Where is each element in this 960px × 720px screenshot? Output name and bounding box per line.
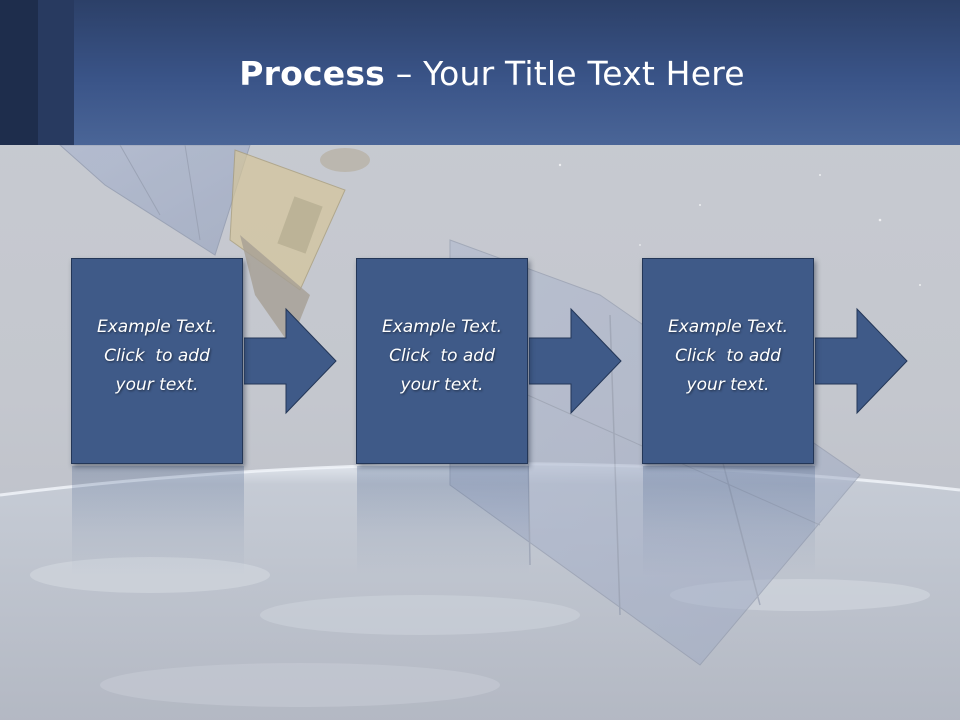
right-arrow-icon (244, 307, 338, 415)
title-rest-text: – Your Title Text Here (385, 54, 745, 93)
right-arrow-icon (529, 307, 623, 415)
process-step-2[interactable]: Example Text. Click to add your text. (356, 258, 528, 464)
process-step-1[interactable]: Example Text. Click to add your text. (71, 258, 243, 464)
step-2-reflection (357, 466, 529, 576)
title-bold-text: Process (239, 54, 386, 93)
step-1-reflection (72, 466, 244, 576)
right-arrow-icon (815, 307, 909, 415)
step-3-text[interactable]: Example Text. Click to add your text. (667, 317, 789, 395)
header-accent-mid (38, 0, 74, 145)
header-accent-dark (0, 0, 38, 145)
process-step-3[interactable]: Example Text. Click to add your text. (642, 258, 814, 464)
step-1-text[interactable]: Example Text. Click to add your text. (96, 317, 218, 395)
title-band: Process – Your Title Text Here (0, 0, 960, 145)
step-3-reflection (643, 466, 815, 576)
page-title[interactable]: Process – Your Title Text Here (0, 52, 960, 96)
step-2-text[interactable]: Example Text. Click to add your text. (381, 317, 503, 395)
